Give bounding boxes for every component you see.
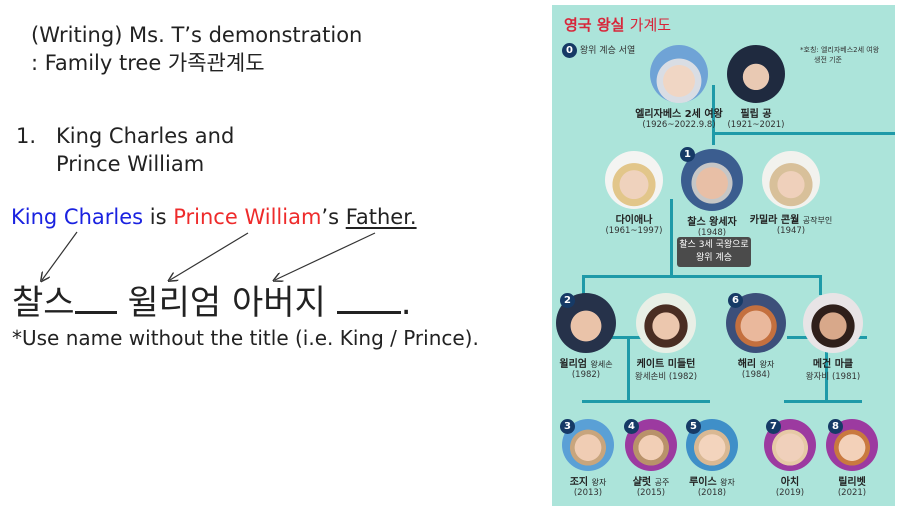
portrait-photo (605, 151, 663, 209)
connector-line (582, 400, 710, 403)
person-name: 메건 마클 (812, 359, 854, 370)
connector-line (825, 336, 828, 401)
person-years: (1982) (571, 370, 601, 380)
person-years: (1921~2021) (727, 120, 785, 130)
arrow-1 (42, 231, 78, 280)
person-name: 케이트 미들턴 (636, 359, 696, 370)
connector-line (712, 132, 895, 135)
person-name: 해리 왕자 (737, 359, 775, 370)
person-diana: 다이애나 (1961~1997) (590, 151, 678, 236)
person-years: (2018) (697, 488, 727, 498)
connector-line (582, 275, 820, 278)
usage-note: *Use name without the title (i.e. King /… (12, 326, 479, 350)
source-note-line1: *호칭: 엘리자베스2세 여왕 (800, 46, 880, 54)
succession-label-line2: 왕위 계승 (696, 253, 732, 263)
person-name: 윌리엄 왕세손 (559, 359, 613, 370)
sentence-object: Prince William (173, 205, 322, 229)
person-name: 조지 왕자 (569, 477, 607, 488)
person-name: 필립 공 (740, 109, 772, 120)
slide-title-line1: (Writing) Ms. T’s demonstration (31, 23, 363, 47)
succession-rank: 6 (728, 288, 743, 308)
korean-period: . (400, 283, 412, 323)
person-charlotte: 샬럿 공주 (2015) (607, 419, 695, 498)
tree-title-sub: 가계도 (629, 16, 672, 34)
list-item-line1: King Charles and (56, 124, 235, 148)
list-item-number: 1. (16, 124, 37, 148)
person-years: (1961~1997) (605, 226, 663, 236)
portrait-photo (650, 45, 708, 103)
succession-rank: 3 (560, 414, 575, 434)
connector-line (819, 275, 822, 295)
sentence-is: is (143, 205, 174, 229)
person-name: 아치 (780, 477, 800, 488)
person-years: (2021) (837, 488, 867, 498)
tree-title: 영국 왕실 가계도 (564, 14, 671, 35)
person-years: (1926~2022.9.8) (642, 120, 716, 130)
blank-1 (74, 307, 117, 314)
portrait-photo (727, 45, 785, 103)
succession-rank: 2 (560, 288, 575, 308)
person-harry: 해리 왕자 (1984) (712, 293, 800, 380)
connector-line (582, 275, 585, 295)
person-meghan: 메건 마클 왕자비 (1981) (789, 293, 877, 382)
person-name: 릴리벳 (838, 477, 866, 488)
person-louis: 루이스 왕자 (2018) (668, 419, 756, 498)
succession-label: 찰스 3세 국왕으로 왕위 계승 (677, 237, 751, 267)
connector-line (670, 199, 673, 276)
person-name: 샬럿 공주 (632, 477, 670, 488)
succession-rank: 8 (828, 414, 843, 434)
example-sentence: King Charles is Prince William’s Father. (11, 203, 417, 231)
connector-line (784, 400, 862, 403)
person-years: (2015) (636, 488, 666, 498)
person-years: (1948) (697, 228, 727, 238)
blank-2 (336, 307, 401, 314)
arrows (0, 231, 376, 300)
arrow-2 (170, 232, 249, 280)
connector-line (627, 336, 630, 401)
source-note-line2: 생전 기준 (814, 56, 842, 64)
portrait-photo (803, 293, 863, 353)
person-years: (1984) (741, 370, 771, 380)
list-item-line2: Prince William (56, 152, 205, 176)
source-note: *호칭: 엘리자베스2세 여왕 생전 기준 (800, 45, 879, 65)
arrow-3 (275, 232, 376, 280)
succession-rank: 1 (680, 142, 695, 162)
succession-rank: 5 (686, 414, 701, 434)
tree-title-main: 영국 왕실 (564, 16, 625, 34)
korean-sentence: 찰스 윌리엄 아버지 . (12, 283, 412, 323)
person-years: (2019) (775, 488, 805, 498)
person-kate: 케이트 미들턴 왕세손비 (1982) (622, 293, 710, 382)
korean-word-charles: 찰스 (12, 283, 75, 323)
person-years: (1947) (776, 226, 806, 236)
sentence-subject: King Charles (11, 205, 144, 229)
person-philip: 필립 공 (1921~2021) (712, 45, 800, 130)
person-name: 찰스 왕세자 (687, 217, 737, 228)
person-name: 엘리자베스 2세 여왕 (635, 109, 723, 120)
legend: 0 왕위 계승 서열 (562, 43, 635, 58)
family-tree-infographic: 영국 왕실 가계도 0 왕위 계승 서열 *호칭: 엘리자베스2세 여왕 생전 … (552, 5, 895, 506)
succession-label-line1: 찰스 3세 국왕으로 (679, 240, 749, 250)
portrait-photo (636, 293, 696, 353)
succession-rank: 7 (766, 414, 781, 434)
succession-rank: 4 (624, 414, 639, 434)
slide-title-line2: : Family tree 가족관계도 (31, 51, 265, 75)
connector-line (712, 85, 715, 145)
legend-text: 왕위 계승 서열 (579, 46, 636, 56)
person-charles: 찰스 왕세자 (1948) (668, 149, 756, 238)
person-years: 왕세손비 (1982) (634, 372, 698, 382)
portrait-photo (762, 151, 820, 209)
person-years: 왕자비 (1981) (805, 372, 861, 382)
korean-word-william: 윌리엄 (127, 283, 222, 323)
legend-badge: 0 (562, 43, 577, 58)
person-lilibet: 릴리벳 (2021) (808, 419, 895, 498)
person-elizabeth: 엘리자베스 2세 여왕 (1926~2022.9.8) (635, 45, 723, 130)
korean-word-father: 아버지 (232, 283, 326, 323)
person-name: 다이애나 (615, 215, 653, 226)
person-camilla: 카밀라 콘월 공작부인 (1947) (747, 151, 835, 236)
person-name: 루이스 왕자 (689, 477, 735, 488)
person-name: 카밀라 콘월 공작부인 (749, 215, 833, 226)
person-years: (2013) (573, 488, 603, 498)
sentence-relation: Father. (345, 205, 417, 229)
sentence-possessive: ’s (321, 205, 346, 229)
